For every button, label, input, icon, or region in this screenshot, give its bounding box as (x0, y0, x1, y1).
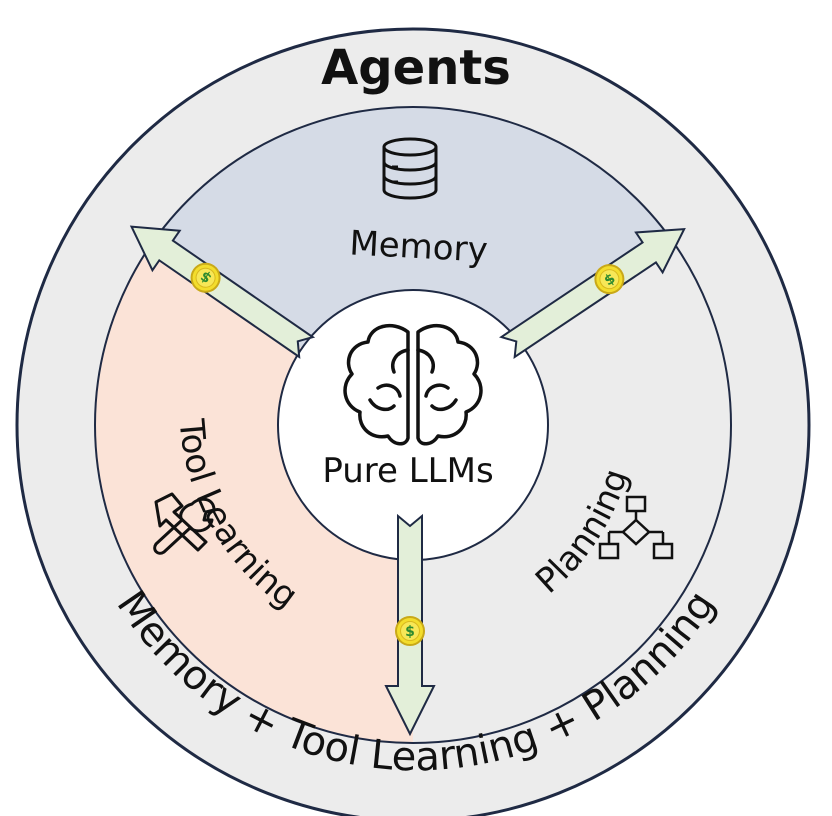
coin-symbol: $ (405, 624, 415, 640)
flowchart-icon (598, 495, 674, 560)
middle-ring-border (94, 106, 732, 744)
memory-sector (151, 106, 675, 425)
arrow-to-outer-ring: $ (384, 513, 436, 737)
brain-icon (343, 323, 483, 446)
database-icon (382, 137, 438, 200)
memory-label: Memory (348, 223, 488, 270)
planning-sector (413, 244, 732, 744)
center-label: Pure LLMs (322, 451, 493, 491)
center-circle (277, 289, 549, 561)
arrow-to-tool-learning: $ (129, 225, 316, 359)
hammer-wrench-icon (153, 492, 216, 555)
agents-title: Agents (321, 40, 511, 96)
arrow-to-planning: $ (498, 227, 686, 359)
tool-learning-sector (94, 244, 414, 744)
